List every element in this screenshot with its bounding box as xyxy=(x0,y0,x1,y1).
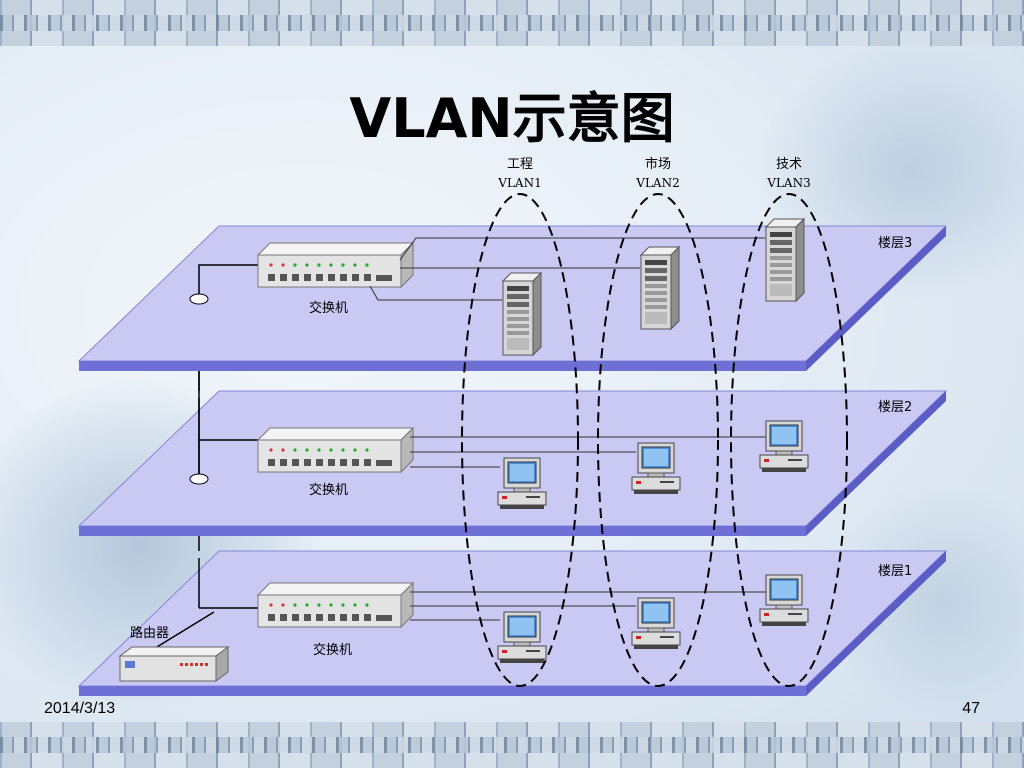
top-border-band xyxy=(0,0,1024,46)
switch-floor-1 xyxy=(257,582,414,628)
pc-vlan2-floor-2 xyxy=(631,442,681,495)
pc-vlan1-floor-1 xyxy=(497,611,547,664)
pc-vlan1-floor-2 xyxy=(497,457,547,510)
pc-vlan3-floor-1 xyxy=(759,574,809,627)
router-label: 路由器 xyxy=(130,625,169,641)
vlan3-boundary xyxy=(730,193,848,687)
floor-1-label: 楼层1 xyxy=(878,564,912,579)
vlan1-name: 工程 xyxy=(507,157,533,172)
floor-2-label: 楼层2 xyxy=(878,400,912,415)
vlan2-name: 市场 xyxy=(645,156,671,172)
switch-floor-2-label: 交换机 xyxy=(309,482,348,498)
vlan3-name: 技术 xyxy=(776,157,802,172)
vlan2-boundary xyxy=(597,193,719,687)
backbone-cable xyxy=(151,264,258,651)
slide-title: VLAN示意图 xyxy=(349,87,675,150)
vlan3-id: VLAN3 xyxy=(766,176,810,190)
router xyxy=(118,646,230,682)
server-vlan2-floor-3 xyxy=(640,246,680,330)
server-vlan3-floor-3 xyxy=(765,218,805,302)
server-vlan1-floor-3 xyxy=(502,272,542,356)
vlan1-boundary xyxy=(461,193,579,687)
slide-date: 2014/3/13 xyxy=(44,700,116,717)
vlan1-id: VLAN1 xyxy=(497,176,541,190)
floor-3-label: 楼层3 xyxy=(878,236,912,251)
terminator xyxy=(189,293,209,485)
switch-floor-1-label: 交换机 xyxy=(313,642,352,658)
bottom-border-band xyxy=(0,722,1024,768)
switch-floor-3-label: 交换机 xyxy=(309,300,348,316)
pc-vlan2-floor-1 xyxy=(631,597,681,650)
switch-floor-2 xyxy=(257,427,414,473)
page-number: 47 xyxy=(962,700,980,717)
floor-3-links xyxy=(369,237,765,301)
vlan2-id: VLAN2 xyxy=(635,176,679,190)
pc-vlan3-floor-2 xyxy=(759,420,809,473)
floor-1-links xyxy=(410,591,766,621)
switch-floor-3 xyxy=(257,242,414,288)
